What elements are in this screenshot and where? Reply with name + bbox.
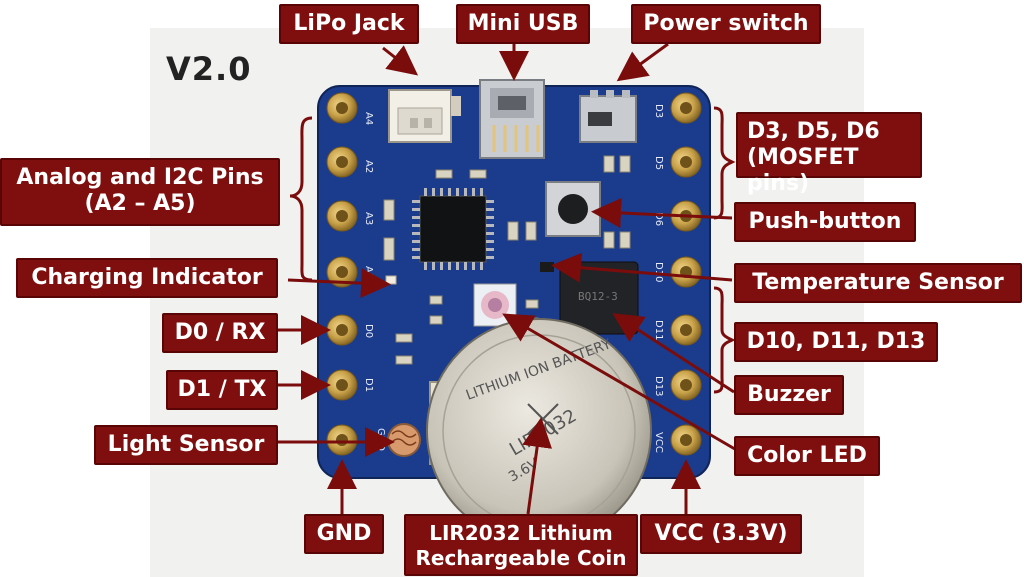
silk-right-3: D10 [653,262,664,282]
arrow-colorled [502,313,741,454]
callout-mini-usb: Mini USB [456,4,590,44]
callout-color-led: Color LED [734,436,880,476]
power-switch-component [579,90,637,143]
arrow-power [616,42,669,82]
push-button-component [545,181,601,237]
callout-buzzer: Buzzer [734,375,844,415]
analog-bracket [289,116,313,282]
callout-coin-cell: LIR2032 Lithium Rechargeable Coin [404,514,638,576]
callout-power-switch: Power switch [631,4,821,44]
callout-d10-d11-d13: D10, D11, D13 [734,322,938,362]
temperature-sensor-component [540,262,554,272]
callout-charging-indicator: Charging Indicator [16,258,278,298]
silk-left-5: D1 [363,378,374,392]
charging-led-component [385,275,397,285]
arrow-coin [522,417,553,515]
microcontroller-chip [412,188,494,270]
silk-left-2: A3 [363,212,374,225]
callout-light-sensor: Light Sensor [94,425,278,465]
callout-vcc: VCC (3.3V) [640,514,802,554]
light-sensor-component [387,423,421,457]
arrow-lipo [382,45,419,76]
silk-right-6: VCC [653,432,664,453]
silk-right-5: D13 [653,376,664,396]
silk-left-6: GND [375,428,386,451]
mini-usb-component [479,79,545,159]
silk-right-0: D3 [653,104,664,118]
silk-left-4: D0 [363,324,374,338]
silk-left-3: A1 [363,266,374,279]
callout-lipo-jack: LiPo Jack [279,4,419,44]
lipo-jack-component [388,89,461,143]
silk-right-4: D11 [653,320,664,340]
mosfet-bracket [713,106,736,220]
arrow-charging [287,268,391,299]
callout-d1-tx: D1 / TX [166,370,278,410]
d10-bracket [713,286,736,394]
callout-d3-d5-d6: D3, D5, D6 (MOSFET pins) [736,112,922,196]
arrows [278,42,741,515]
silk-right-2: D6 [653,212,664,226]
left-pin-pads [326,92,358,456]
version-label: V2.0 [166,50,252,88]
arrow-temp [551,252,733,283]
color-led-component [473,283,517,327]
silk-left-0: A4 [363,112,374,125]
callout-analog-i2c: Analog and I2C Pins (A2 – A5) [0,158,280,226]
svg-text:BQ12-3: BQ12-3 [578,290,618,303]
callout-gnd: GND [304,514,384,554]
arrow-button [591,197,733,228]
silk-right-1: D5 [653,156,664,170]
callout-temperature-sensor: Temperature Sensor [734,263,1022,303]
coin-cell-battery: LITHIUM ION BATTERY LIR2032 3.6V [426,318,652,544]
callout-d0-rx: D0 / RX [162,313,278,353]
callout-push-button: Push-button [734,202,916,242]
smd-components [383,155,631,365]
silk-left-1: A2 [363,160,374,173]
arrow-buzzer [612,313,735,394]
